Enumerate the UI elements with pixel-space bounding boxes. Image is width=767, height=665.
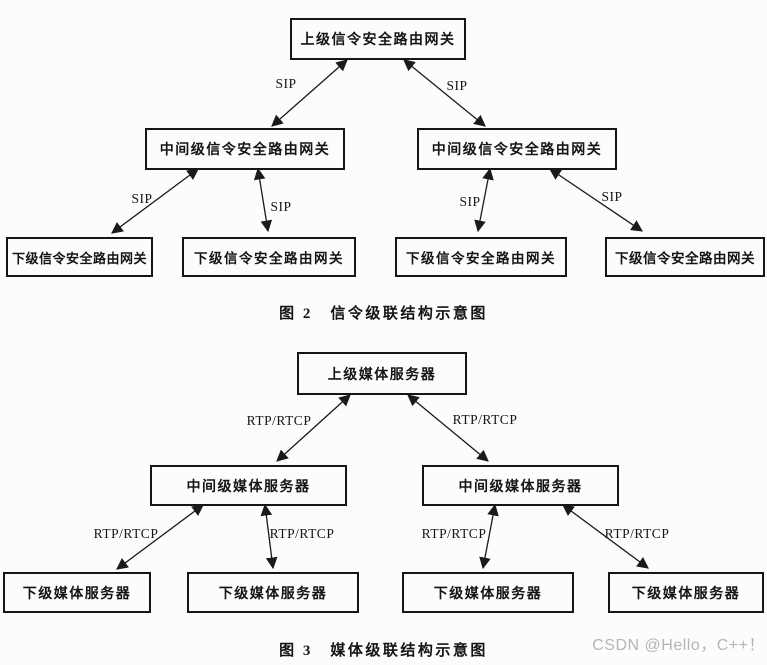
node-fig2-middle-gateway-right: 中间级信令安全路由网关 xyxy=(417,128,617,170)
edge-label-sip-6: SIP xyxy=(601,189,623,204)
edge-fig2-upper-midleft xyxy=(271,59,348,127)
edge-fig2-midleft-lower2 xyxy=(253,167,273,233)
edge-label-rtp-5: RTP/RTCP xyxy=(421,526,487,541)
edge-label-sip-4: SIP xyxy=(270,199,292,214)
node-fig2-lower-gateway-3: 下级信令安全路由网关 xyxy=(395,237,567,277)
edge-label-rtp-1: RTP/RTCP xyxy=(246,413,312,428)
fig2-caption: 图 2 信令级联结构示意图 xyxy=(279,306,488,322)
node-fig2-lower-gateway-2: 下级信令安全路由网关 xyxy=(182,237,356,277)
fig3-caption: 图 3 媒体级联结构示意图 xyxy=(279,643,488,659)
edge-fig3-upper-midright xyxy=(407,394,489,462)
edge-label-sip-5: SIP xyxy=(459,194,481,209)
edge-label-sip-2: SIP xyxy=(446,78,468,93)
node-fig3-upper-media-server: 上级媒体服务器 xyxy=(297,352,467,395)
node-fig3-lower-media-server-3: 下级媒体服务器 xyxy=(402,572,574,613)
node-fig3-lower-media-server-2: 下级媒体服务器 xyxy=(187,572,359,613)
node-fig2-lower-gateway-4: 下级信令安全路由网关 xyxy=(605,237,765,277)
edge-fig2-midright-lower4 xyxy=(549,168,643,232)
node-fig2-middle-gateway-left: 中间级信令安全路由网关 xyxy=(145,128,345,170)
node-fig3-lower-media-server-1: 下级媒体服务器 xyxy=(3,572,151,613)
edge-label-sip-3: SIP xyxy=(131,191,153,206)
edge-label-rtp-2: RTP/RTCP xyxy=(452,412,518,427)
edge-fig2-midleft-lower1 xyxy=(111,168,199,234)
edge-fig2-upper-midright xyxy=(403,59,486,127)
csdn-watermark: CSDN @Hello，C++！ xyxy=(592,637,765,654)
edge-label-rtp-4: RTP/RTCP xyxy=(269,526,335,541)
edge-label-rtp-6: RTP/RTCP xyxy=(604,526,670,541)
node-fig3-middle-media-server-right: 中间级媒体服务器 xyxy=(422,465,619,506)
edge-label-sip-1: SIP xyxy=(275,76,297,91)
node-fig3-lower-media-server-4: 下级媒体服务器 xyxy=(608,572,764,613)
edge-label-rtp-3: RTP/RTCP xyxy=(93,526,159,541)
node-fig2-upper-gateway: 上级信令安全路由网关 xyxy=(290,18,466,60)
node-fig2-lower-gateway-1: 下级信令安全路由网关 xyxy=(6,237,153,277)
node-fig3-middle-media-server-left: 中间级媒体服务器 xyxy=(150,465,347,506)
